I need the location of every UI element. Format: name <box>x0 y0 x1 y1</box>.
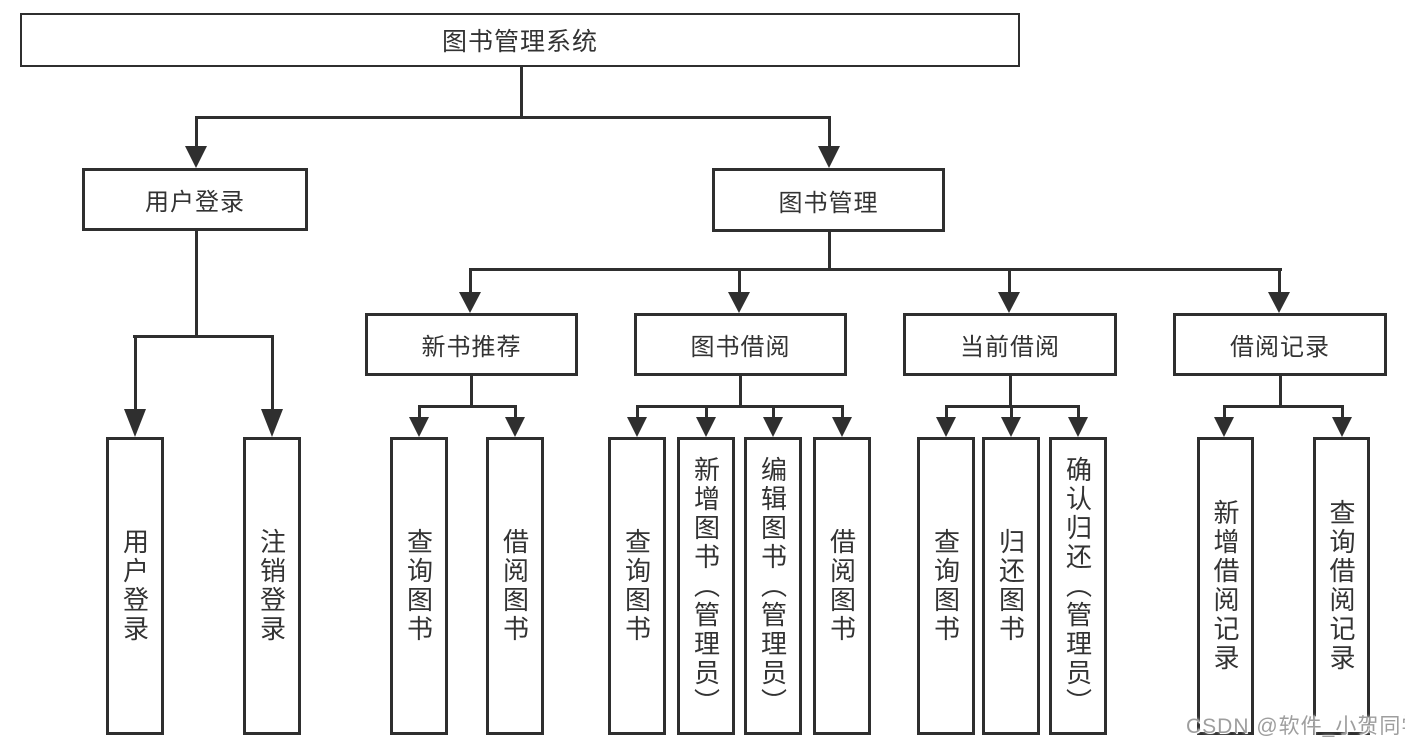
connector-line <box>636 405 639 418</box>
leaf-query-books: 查询图书 <box>608 437 666 735</box>
arrowhead <box>832 417 852 437</box>
leaf-logout: 注销登录 <box>243 437 301 735</box>
arrowhead <box>998 292 1020 313</box>
arrowhead <box>1214 417 1234 437</box>
connector-line <box>1223 405 1226 418</box>
leaf-query-books: 查询图书 <box>390 437 448 735</box>
connector-login-stem <box>195 231 198 337</box>
leaf-edit-books-admin: 编辑图书（管理员） <box>744 437 802 735</box>
arrowhead <box>627 417 647 437</box>
connector-stem <box>1279 376 1282 408</box>
connector-line <box>195 116 198 148</box>
connector-line <box>1077 405 1080 418</box>
connector-line <box>271 335 274 411</box>
arrowhead <box>1068 417 1088 437</box>
connector-bar <box>636 405 844 408</box>
connector-root-stem <box>520 66 523 119</box>
leaf-borrow-books: 借阅图书 <box>486 437 544 735</box>
arrowhead <box>124 409 146 437</box>
connector-line <box>469 268 472 294</box>
arrowhead <box>696 417 716 437</box>
node-library-system: 图书管理系统 <box>20 13 1020 67</box>
leaf-query-books: 查询图书 <box>917 437 975 735</box>
node-borrow-records: 借阅记录 <box>1173 313 1387 376</box>
connector-bar <box>1223 405 1344 408</box>
connector-line <box>1278 268 1281 294</box>
leaf-add-books-admin: 新增图书（管理员） <box>677 437 735 735</box>
connector-line <box>945 405 948 418</box>
connector-stem <box>739 376 742 408</box>
node-user-login: 用户登录 <box>82 168 308 231</box>
connector-stem <box>470 376 473 408</box>
leaf-confirm-return-admin: 确认归还（管理员） <box>1049 437 1107 735</box>
connector-login-bar <box>133 335 274 338</box>
leaf-return-books: 归还图书 <box>982 437 1040 735</box>
leaf-borrow-books: 借阅图书 <box>813 437 871 735</box>
arrowhead <box>185 146 207 168</box>
leaf-add-borrow-record: 新增借阅记录 <box>1197 437 1254 735</box>
arrowhead <box>936 417 956 437</box>
leaf-user-login: 用户登录 <box>106 437 164 735</box>
connector-line <box>1008 268 1011 294</box>
arrowhead <box>409 417 429 437</box>
connector-line <box>418 405 421 418</box>
node-book-borrow: 图书借阅 <box>634 313 847 376</box>
leaf-query-borrow-record: 查询借阅记录 <box>1313 437 1370 735</box>
node-current-borrow: 当前借阅 <box>903 313 1117 376</box>
arrowhead <box>1268 292 1290 313</box>
connector-bookmgmt-bar <box>470 268 1282 271</box>
connector-line <box>134 335 137 411</box>
connector-line <box>738 268 741 294</box>
arrowhead <box>1001 417 1021 437</box>
connector-line <box>772 405 775 418</box>
arrowhead <box>459 292 481 313</box>
watermark: CSDN @软件_小贺同学 <box>1186 715 1405 738</box>
node-new-book-recommend: 新书推荐 <box>365 313 578 376</box>
connector-stem <box>1009 376 1012 408</box>
connector-line <box>514 405 517 418</box>
arrowhead <box>505 417 525 437</box>
connector-line <box>841 405 844 418</box>
connector-bookmgmt-stem <box>828 232 831 271</box>
connector-line <box>828 116 831 148</box>
connector-root-bar <box>196 116 831 119</box>
arrowhead <box>818 146 840 168</box>
connector-line <box>1010 405 1013 418</box>
arrowhead <box>763 417 783 437</box>
arrowhead <box>728 292 750 313</box>
connector-line <box>705 405 708 418</box>
arrowhead <box>261 409 283 437</box>
node-book-management: 图书管理 <box>712 168 945 232</box>
connector-bar <box>418 405 517 408</box>
connector-line <box>1341 405 1344 418</box>
arrowhead <box>1332 417 1352 437</box>
